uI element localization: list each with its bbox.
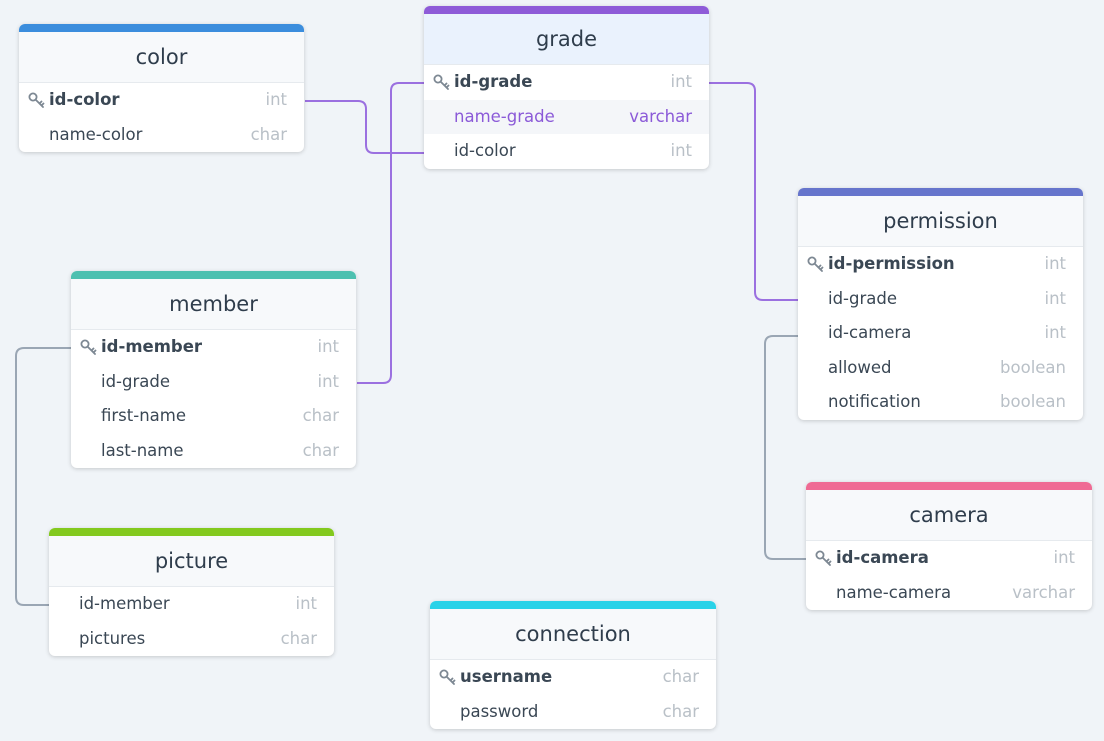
table-picture[interactable]: picture id-member int pictures char: [49, 528, 334, 657]
table-camera-title: camera: [806, 490, 1092, 541]
field-name: password: [460, 701, 539, 721]
field-name: id-color: [454, 141, 516, 161]
field-name: id-member: [101, 337, 203, 356]
field-type: boolean: [1000, 392, 1066, 412]
field-type: boolean: [1000, 357, 1066, 377]
primary-key-icon: [815, 541, 833, 575]
field-row[interactable]: name-color char: [19, 118, 304, 153]
field-row[interactable]: name-camera varchar: [806, 576, 1092, 611]
table-grade-title: grade: [424, 14, 709, 65]
field-name: id-color: [49, 90, 120, 109]
field-type: char: [662, 701, 699, 721]
field-name: name-camera: [836, 582, 952, 602]
field-name: id-camera: [828, 323, 912, 343]
field-type: char: [280, 628, 317, 648]
primary-key-icon: [28, 83, 46, 117]
field-row[interactable]: id-color int: [424, 134, 709, 169]
table-color-fields: id-color int name-color char: [19, 83, 304, 152]
primary-key-icon: [807, 247, 825, 281]
field-row[interactable]: id-permission int: [798, 247, 1083, 282]
table-grade[interactable]: grade id-grade int name-grade varchar id-col…: [424, 6, 709, 169]
primary-key-icon: [80, 330, 98, 364]
table-connection[interactable]: connection username char password char: [430, 601, 716, 730]
field-row[interactable]: id-camera int: [806, 541, 1092, 576]
table-picture-accent: [49, 528, 334, 536]
field-name: id-grade: [828, 288, 898, 308]
field-type: varchar: [1012, 582, 1075, 602]
field-row[interactable]: name-grade varchar: [424, 99, 709, 135]
field-name: name-grade: [454, 106, 555, 126]
field-name: name-color: [49, 124, 143, 144]
field-type: int: [265, 90, 287, 109]
table-member[interactable]: member id-member int id-grade int first-name…: [71, 271, 356, 469]
table-grade-fields: id-grade int name-grade varchar id-color int: [424, 65, 709, 169]
field-row[interactable]: id-member int: [49, 587, 334, 622]
field-row[interactable]: id-grade int: [424, 65, 709, 100]
field-row[interactable]: password char: [430, 695, 716, 730]
table-connection-title: connection: [430, 609, 716, 660]
relation-grade-member: [357, 82, 425, 384]
field-type: char: [662, 667, 699, 686]
field-name: id-member: [79, 594, 170, 613]
field-type: char: [250, 124, 287, 144]
field-name: notification: [828, 392, 921, 412]
field-type: int: [670, 72, 692, 91]
field-name: id-grade: [101, 371, 171, 391]
field-row[interactable]: id-member int: [71, 330, 356, 365]
field-row[interactable]: id-grade int: [71, 365, 356, 400]
table-permission-fields: id-permission int id-grade int id-camera int a…: [798, 247, 1083, 420]
field-type: char: [302, 406, 339, 426]
field-name: id-grade: [454, 72, 533, 91]
field-row[interactable]: last-name char: [71, 434, 356, 469]
table-member-accent: [71, 271, 356, 279]
field-row[interactable]: first-name char: [71, 399, 356, 434]
field-row[interactable]: pictures char: [49, 622, 334, 657]
field-type: int: [670, 141, 692, 161]
table-color-accent: [19, 24, 304, 32]
table-grade-accent: [424, 6, 709, 14]
relation-color-grade: [305, 100, 425, 154]
field-row[interactable]: allowed boolean: [798, 351, 1083, 386]
field-row[interactable]: notification boolean: [798, 385, 1083, 420]
field-row[interactable]: id-grade int: [798, 282, 1083, 317]
field-name: pictures: [79, 628, 146, 648]
field-row[interactable]: username char: [430, 660, 716, 695]
table-permission-accent: [798, 188, 1083, 196]
field-row[interactable]: id-camera int: [798, 316, 1083, 351]
field-name: id-permission: [828, 254, 955, 273]
table-connection-fields: username char password char: [430, 660, 716, 729]
table-member-title: member: [71, 279, 356, 330]
relation-grade-permission: [709, 82, 799, 301]
field-row[interactable]: id-color int: [19, 83, 304, 118]
field-name: id-camera: [836, 548, 929, 567]
table-camera[interactable]: camera id-camera int name-camera varchar: [806, 482, 1092, 611]
field-type: int: [1044, 323, 1066, 343]
primary-key-icon: [433, 65, 451, 99]
table-picture-title: picture: [49, 536, 334, 587]
table-connection-accent: [430, 601, 716, 609]
field-type: varchar: [629, 106, 692, 126]
table-picture-fields: id-member int pictures char: [49, 587, 334, 656]
field-name: allowed: [828, 357, 892, 377]
field-name: last-name: [101, 440, 184, 460]
field-name: first-name: [101, 406, 186, 426]
field-type: int: [1044, 254, 1066, 273]
field-type: int: [317, 337, 339, 356]
table-permission-title: permission: [798, 196, 1083, 247]
table-camera-fields: id-camera int name-camera varchar: [806, 541, 1092, 610]
table-color-title: color: [19, 32, 304, 83]
field-type: char: [302, 440, 339, 460]
table-color[interactable]: color id-color int name-color char: [19, 24, 304, 153]
table-camera-accent: [806, 482, 1092, 490]
field-type: int: [317, 371, 339, 391]
field-name: username: [460, 667, 553, 686]
primary-key-icon: [439, 660, 457, 694]
field-type: int: [1053, 548, 1075, 567]
field-type: int: [295, 594, 317, 613]
field-type: int: [1044, 288, 1066, 308]
